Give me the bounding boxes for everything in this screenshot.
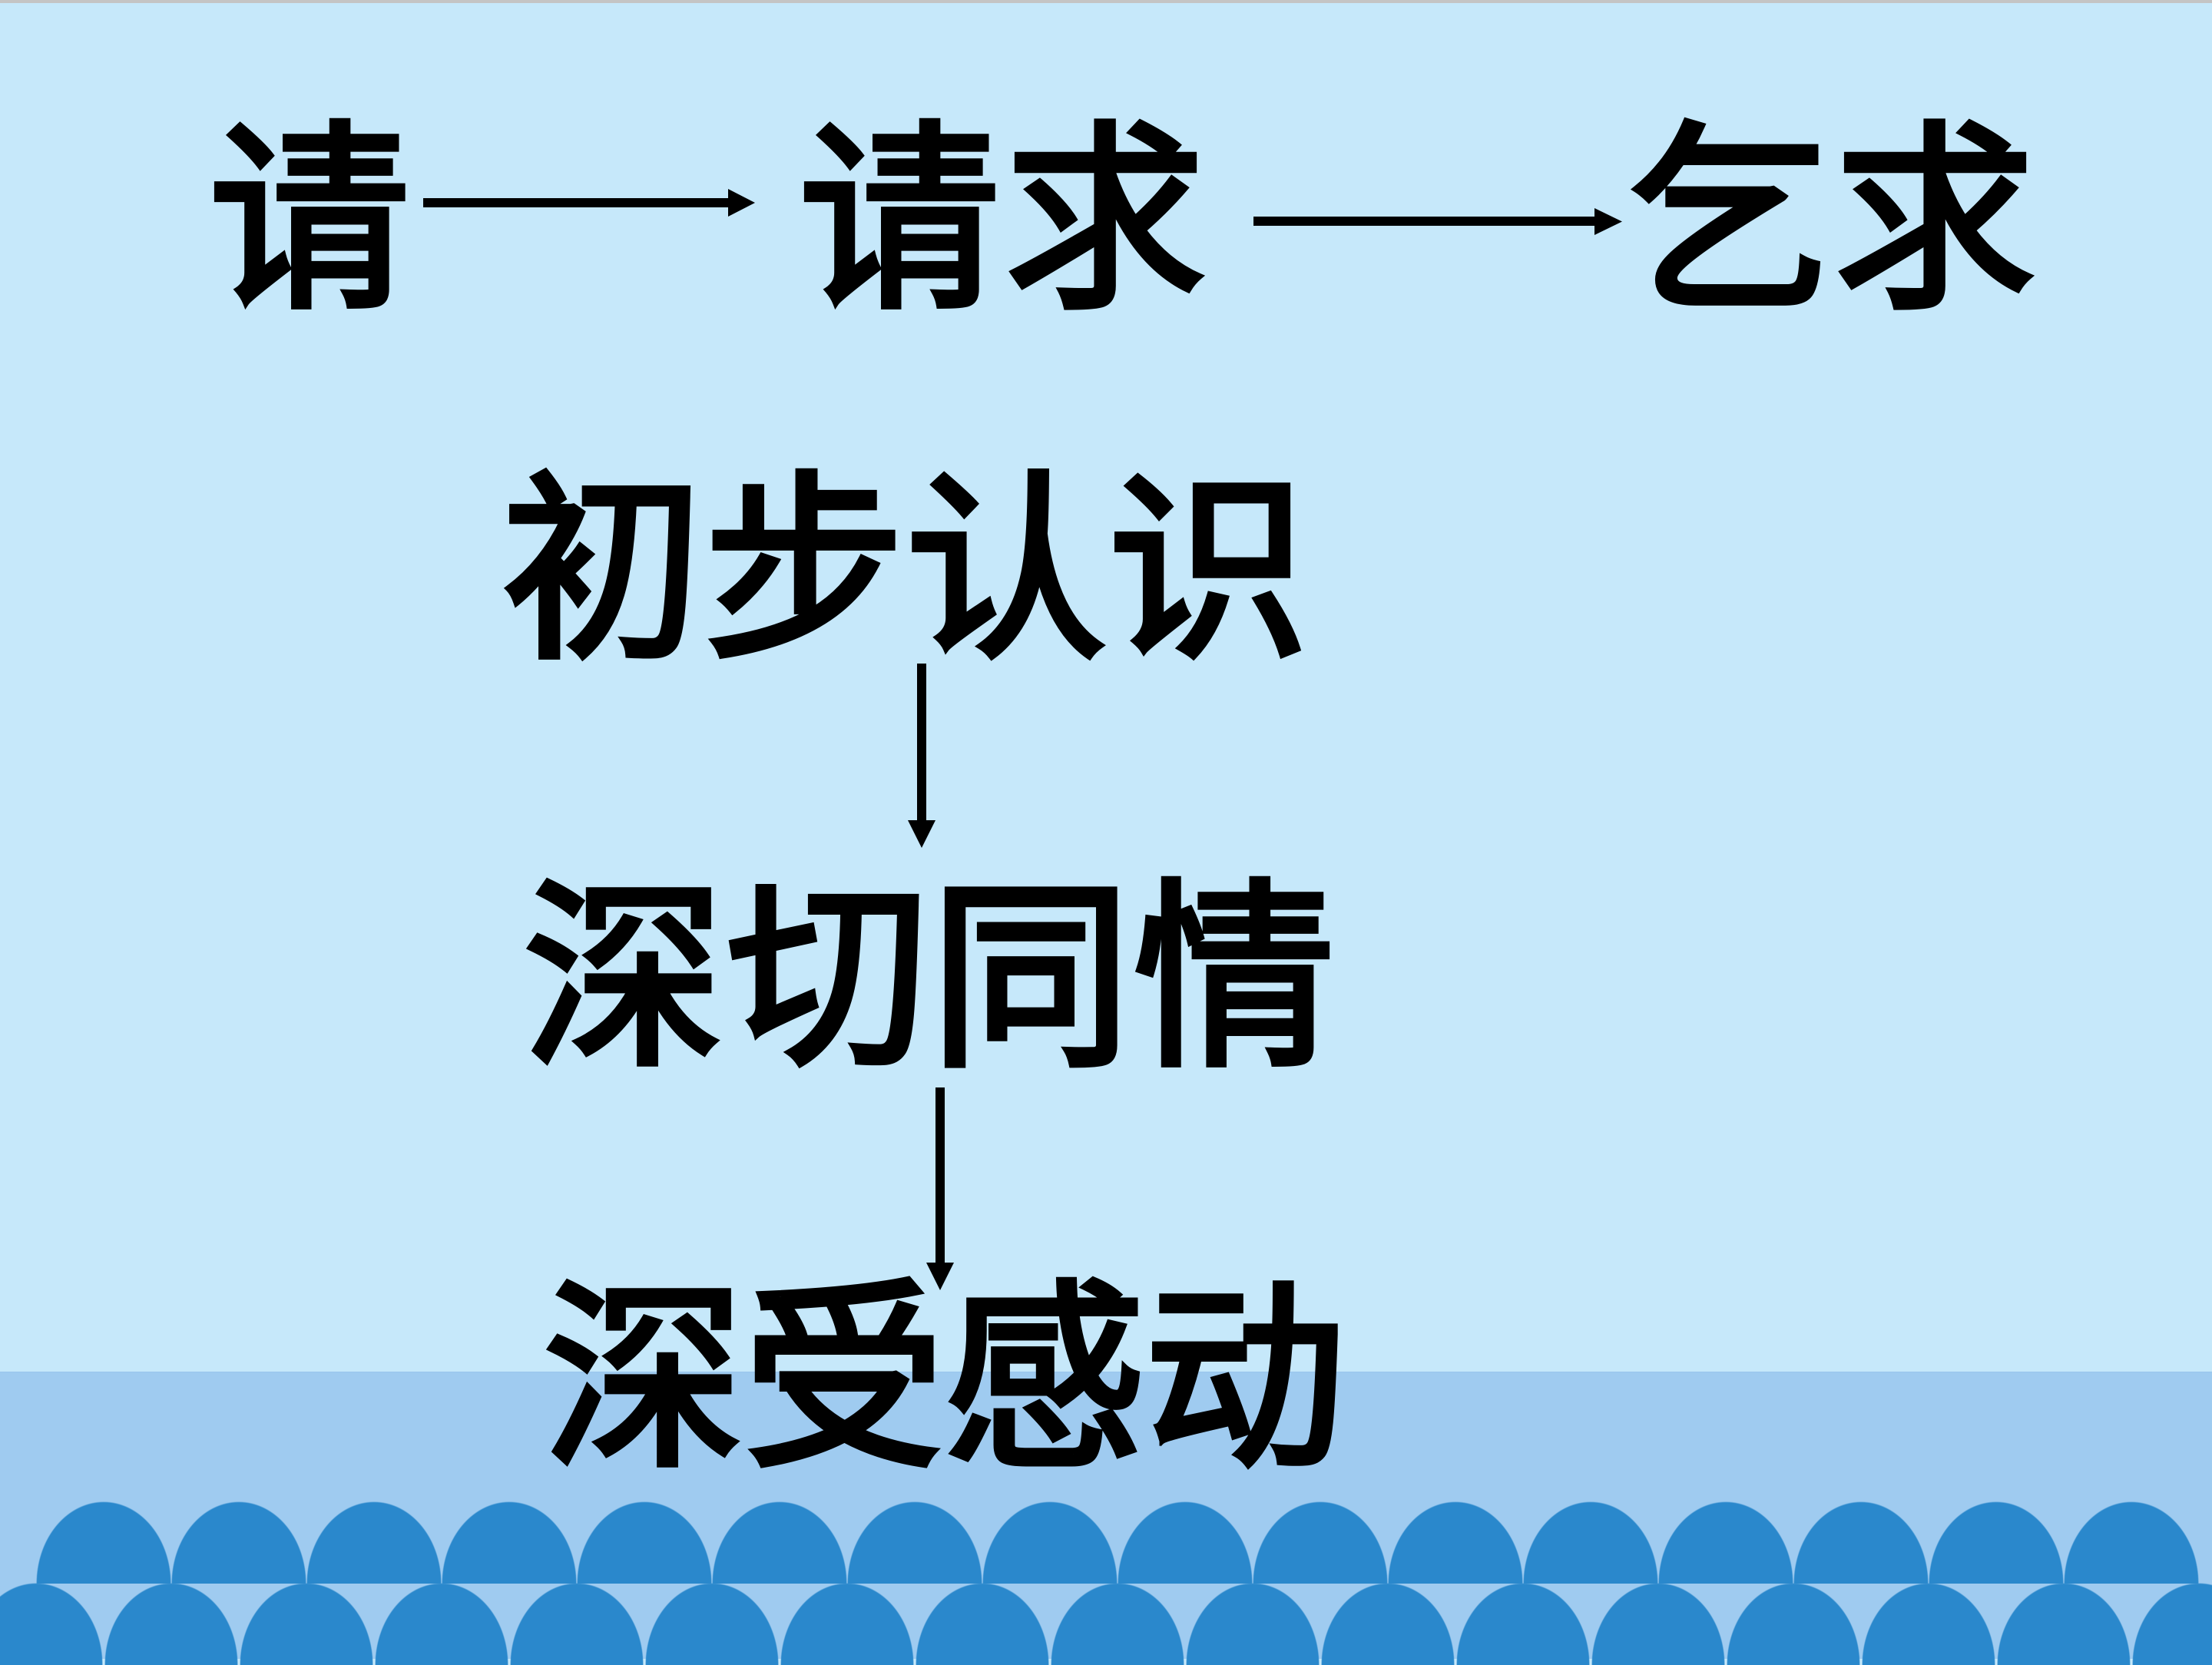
arrow-head — [728, 189, 755, 217]
arrow-right-icon — [1253, 208, 1622, 235]
arrow-shaft — [935, 1087, 945, 1263]
word-qiqiu: 乞求 — [1628, 101, 2040, 338]
arrow-shaft — [423, 198, 729, 207]
arrow-down-icon — [908, 664, 935, 848]
arrow-shaft — [917, 664, 926, 821]
window-top-bar — [0, 0, 2212, 3]
arrow-down-icon — [926, 1087, 954, 1290]
wave-row-lower — [0, 1583, 2212, 1665]
word-qing: 请 — [209, 101, 415, 338]
arrow-right-icon — [423, 189, 755, 217]
word-qingqiu: 请求 — [799, 101, 1210, 338]
flow-step-deep-sympathy: 深切同情 — [523, 859, 1337, 1096]
flow-step-deeply-moved: 深受感动 — [543, 1260, 1346, 1497]
flow-step-initial-understanding: 初步认识 — [502, 452, 1310, 688]
wave-row-upper — [36, 1501, 2199, 1584]
arrow-shaft — [1253, 217, 1595, 226]
arrow-head — [908, 820, 935, 848]
arrow-head — [926, 1263, 954, 1290]
arrow-head — [1594, 208, 1622, 235]
